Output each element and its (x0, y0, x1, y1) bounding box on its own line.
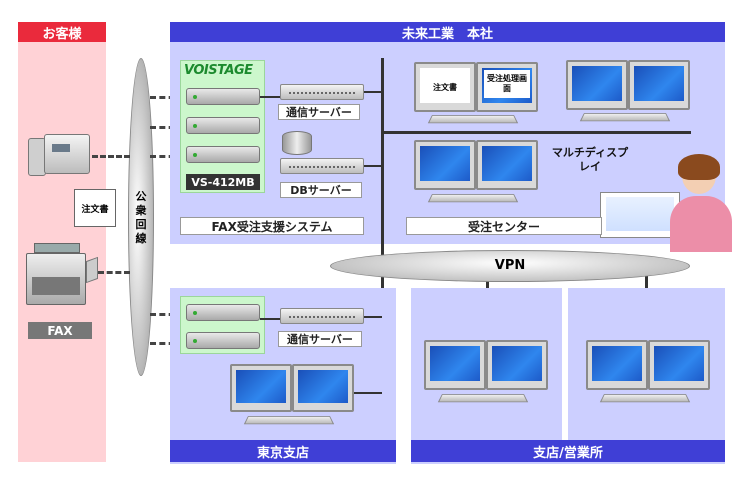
multi-display-label: マルチディスプレイ (551, 146, 629, 173)
customer-panel (18, 22, 106, 462)
branch-monitor-2 (486, 340, 548, 390)
line-tokyo-2 (150, 342, 184, 345)
db-server-label: DBサーバー (280, 182, 362, 198)
fax-phone-icon (28, 132, 90, 176)
tokyo-link-2 (364, 316, 382, 318)
fax-system-label: FAX受注支援システム (180, 217, 364, 235)
screen-order-doc-label: 注文書 (420, 76, 470, 100)
center-lan-line (381, 131, 691, 134)
hq-link-1 (260, 96, 280, 98)
screen-order-process-label: 受注処理画面 (484, 70, 530, 98)
keyboard-2 (579, 113, 671, 122)
branch-divider (562, 288, 568, 440)
vpn-label: VPN (494, 258, 526, 273)
comm-server-label: 通信サーバー (278, 104, 360, 120)
customer-header: お客様 (18, 22, 106, 42)
line-hq-3 (150, 155, 184, 158)
line-hq-1 (150, 96, 184, 99)
public-line (128, 58, 154, 376)
line-hq-2 (150, 126, 184, 129)
voistage-logo: VOISTAGE (184, 63, 253, 78)
voistage-unit-3 (186, 146, 260, 163)
monitor-hq-6 (476, 140, 538, 190)
branch-monitor-1 (424, 340, 486, 390)
fax-label: FAX (28, 322, 92, 339)
tokyo-keyboard (243, 416, 335, 425)
tokyo-link-1 (260, 318, 280, 320)
monitor-hq-3 (566, 60, 628, 110)
comm-server-icon (280, 84, 364, 100)
keyboard-1 (427, 115, 519, 124)
branch-monitor-4 (648, 340, 710, 390)
tokyo-comm-server-icon (280, 308, 364, 324)
public-line-label: 公衆回線 (135, 190, 147, 245)
device-model-label: VS-412MB (186, 174, 260, 190)
branch-monitor-3 (586, 340, 648, 390)
monitor-hq-4 (628, 60, 690, 110)
voistage-unit-1 (186, 88, 260, 105)
line-fax (98, 271, 130, 274)
hq-link-3 (364, 165, 382, 167)
db-cylinder-icon (282, 131, 312, 155)
line-phone (92, 155, 130, 158)
operator-illustration (600, 152, 732, 252)
hq-header: 未来工業 本社 (170, 22, 725, 42)
tokyo-unit-2 (186, 332, 260, 349)
line-tokyo-1 (150, 313, 184, 316)
tokyo-monitor-2 (292, 364, 354, 412)
keyboard-3 (427, 194, 519, 203)
db-server-icon (280, 158, 364, 174)
branch-keyboard-1 (437, 394, 529, 403)
tokyo-header: 東京支店 (170, 440, 396, 462)
monitor-hq-5 (414, 140, 476, 190)
vpn-cloud (330, 250, 690, 282)
tokyo-unit-1 (186, 304, 260, 321)
branch-header: 支店/営業所 (411, 440, 725, 462)
order-document: 注文書 (74, 189, 116, 227)
tokyo-comm-server-label: 通信サーバー (278, 331, 362, 347)
voistage-unit-2 (186, 117, 260, 134)
order-center-label: 受注センター (406, 217, 602, 235)
backbone-line (381, 58, 384, 428)
hq-link-2 (364, 91, 382, 93)
fax-machine-icon (26, 243, 98, 305)
branch-keyboard-2 (599, 394, 691, 403)
tokyo-monitor-1 (230, 364, 292, 412)
